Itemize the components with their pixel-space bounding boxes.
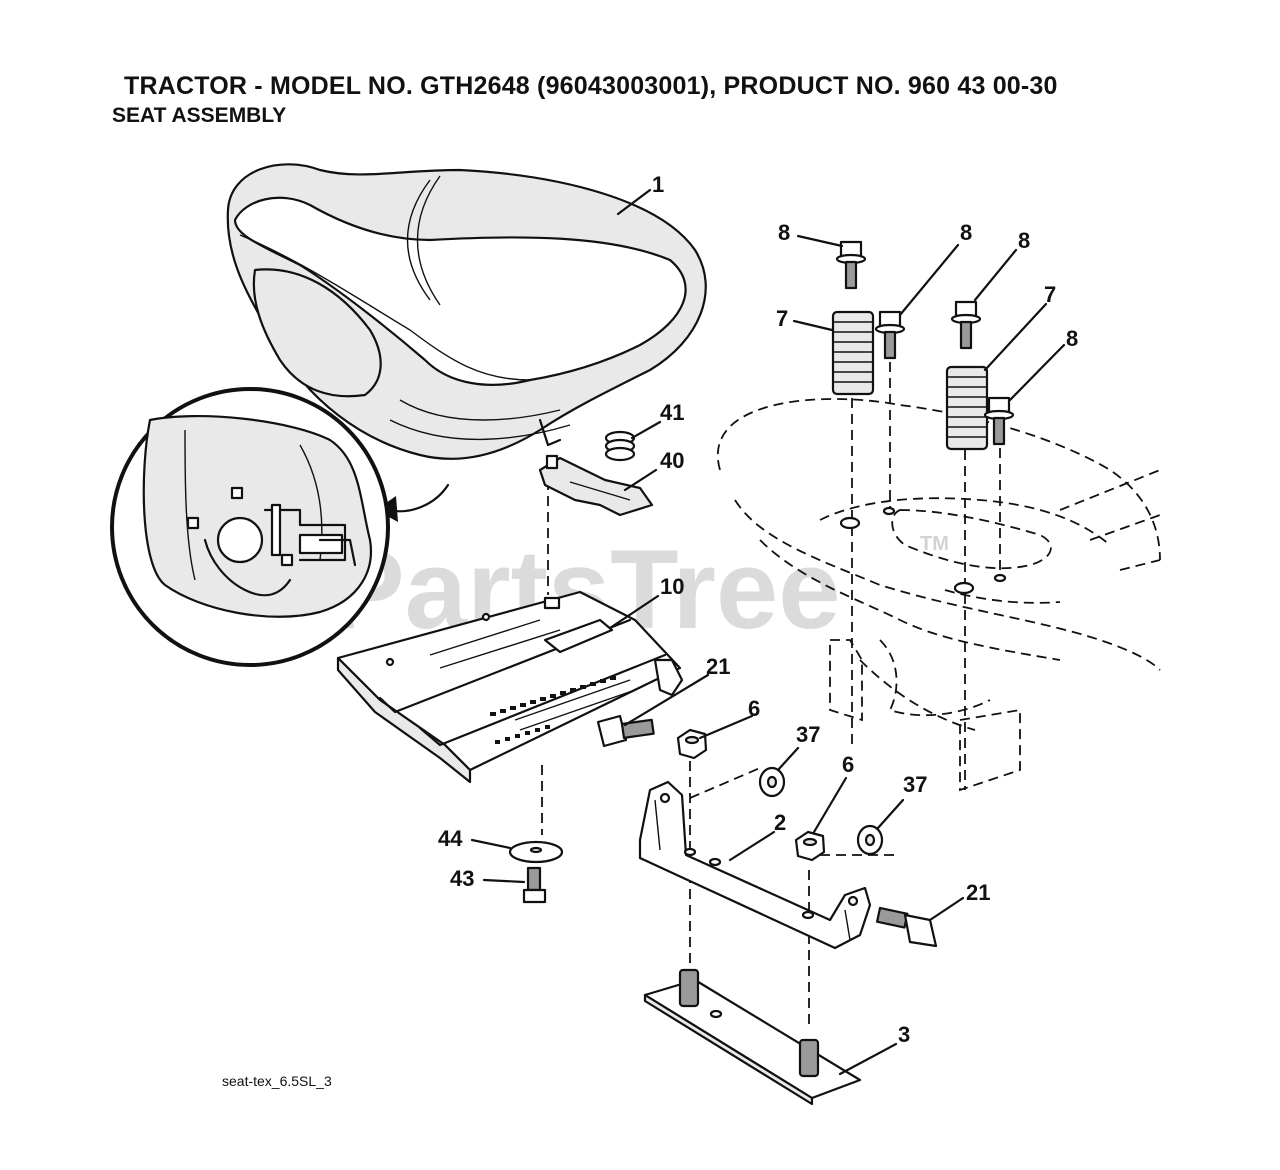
page-title: TRACTOR - MODEL NO. GTH2648 (96043003001…	[124, 72, 1058, 100]
callout-37-b: 37	[903, 772, 927, 797]
switch-bracket-40	[538, 454, 654, 517]
leader-lines	[470, 188, 1066, 1076]
bolt-43	[522, 866, 547, 904]
callout-21-a: 21	[706, 654, 730, 679]
washer-37-lower	[856, 824, 884, 856]
bolt-8-b	[874, 310, 906, 360]
callout-8-a: 8	[778, 220, 790, 245]
callout-40: 40	[660, 448, 684, 473]
seat-plate-slots	[490, 676, 616, 744]
seat-plate-10	[336, 590, 684, 784]
callout-44: 44	[438, 826, 463, 851]
base-plate-3	[643, 968, 862, 1106]
bolt-8-c	[950, 300, 982, 350]
spring-7-left	[831, 310, 875, 396]
nut-6-upper	[676, 728, 708, 760]
mounting-bracket-2	[638, 780, 872, 950]
detail-view-circle	[110, 387, 390, 667]
watermark-trademark: TM	[920, 533, 949, 555]
washer-44	[508, 840, 564, 864]
callout-7-a: 7	[1044, 282, 1056, 307]
assembly-lines	[541, 362, 1001, 1030]
bolt-8-d	[983, 396, 1015, 446]
bolt-21-right	[875, 906, 938, 948]
callout-labels: 1 8 8 8 7 7 8 41 40 10 21 6 37 37 6 2 44…	[438, 172, 1078, 1047]
frame-holes	[839, 506, 1007, 595]
callout-21-b: 21	[966, 880, 990, 905]
callout-7-b: 7	[776, 306, 788, 331]
callout-6-b: 6	[842, 752, 854, 777]
callout-8-d: 8	[1066, 326, 1078, 351]
bolt-8-a	[835, 240, 867, 290]
spring-41	[604, 430, 636, 462]
drawing-reference-code: seat-tex_6.5SL_3	[222, 1073, 332, 1089]
tractor-frame-outline	[716, 398, 1161, 792]
section-subtitle: SEAT ASSEMBLY	[112, 104, 287, 127]
callout-2: 2	[774, 810, 786, 835]
callout-1: 1	[652, 172, 664, 197]
nut-6-lower	[794, 830, 826, 862]
bolt-21-left	[596, 714, 655, 748]
callout-3: 3	[898, 1022, 910, 1047]
callout-6-a: 6	[748, 696, 760, 721]
callout-8-c: 8	[1018, 228, 1030, 253]
callout-37-a: 37	[796, 722, 820, 747]
callout-10: 10	[660, 574, 684, 599]
callout-8-b: 8	[960, 220, 972, 245]
callout-43: 43	[450, 866, 474, 891]
seat-cushion	[226, 163, 707, 460]
callout-41: 41	[660, 400, 684, 425]
washer-37-upper	[758, 766, 786, 798]
spring-7-right	[945, 365, 989, 451]
